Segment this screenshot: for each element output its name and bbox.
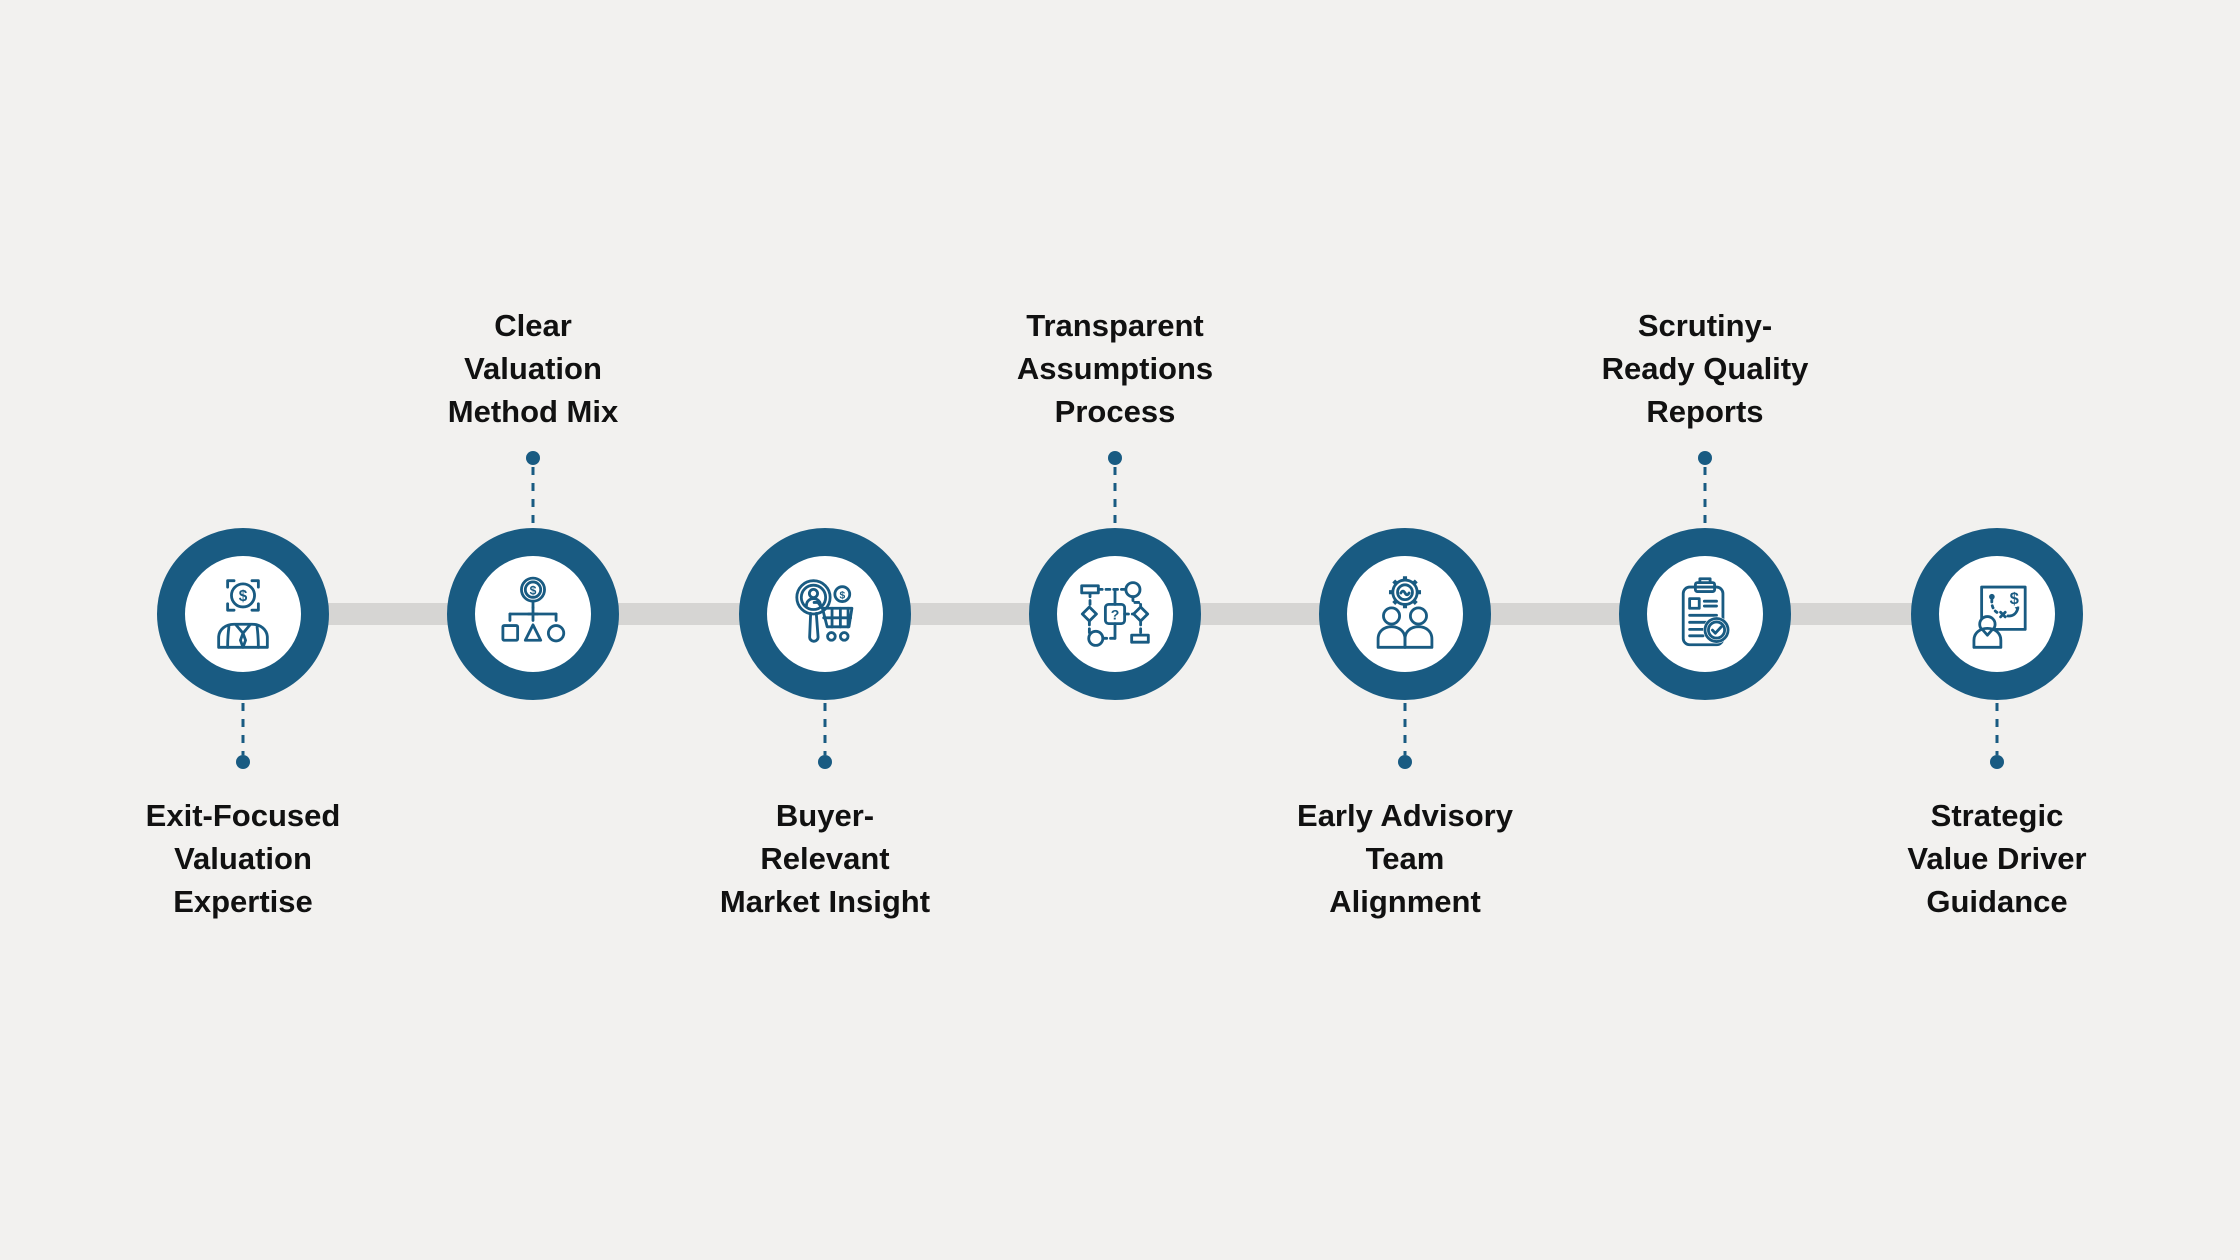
connector-dot: [1698, 451, 1712, 465]
connector-line: [823, 703, 827, 755]
businessman-dollar-target-icon: $: [217, 579, 269, 649]
team-gear-icon: [1376, 576, 1434, 649]
node-circle: [1319, 528, 1491, 700]
svg-text:$: $: [2010, 589, 2020, 608]
connector-line: [531, 467, 535, 528]
item-label: Strategic Value Driver Guidance: [1907, 798, 2087, 919]
dollar-hierarchy-icon: $: [501, 576, 566, 643]
node-circle: [1619, 528, 1791, 700]
connector-dot: [1990, 755, 2004, 769]
item-label: Exit-Focused Valuation Expertise: [145, 798, 341, 919]
svg-text:$: $: [239, 588, 248, 605]
timeline-item: ? Transparent Assumptions Process: [945, 0, 1285, 1260]
buyer-search-cart-icon: $: [795, 579, 854, 643]
process-flowchart-question-icon: ?: [1080, 581, 1150, 647]
connector-dot: [818, 755, 832, 769]
node-circle: $: [1911, 528, 2083, 700]
timeline-item: $ Strategic Value Driver Guidance: [1827, 0, 2167, 1260]
item-label: Transparent Assumptions Process: [1016, 308, 1214, 429]
timeline-item: $ Buyer- Relevant Market Insight: [655, 0, 995, 1260]
node-circle: $: [447, 528, 619, 700]
connector-dot: [1108, 451, 1122, 465]
node-circle: $: [157, 528, 329, 700]
item-label: Buyer- Relevant Market Insight: [719, 798, 931, 919]
svg-text:$: $: [530, 583, 537, 597]
connector-line: [1703, 467, 1707, 528]
node-circle: ?: [1029, 528, 1201, 700]
item-label: Early Advisory Team Alignment: [1297, 798, 1513, 919]
node-circle: $: [739, 528, 911, 700]
timeline-item: $ Clear Valuation Method Mix: [363, 0, 703, 1260]
svg-text:$: $: [839, 590, 845, 601]
item-label: Clear Valuation Method Mix: [447, 308, 619, 429]
svg-text:?: ?: [1111, 607, 1120, 623]
clipboard-check-icon: [1681, 577, 1730, 647]
timeline-item: Early Advisory Team Alignment: [1235, 0, 1575, 1260]
connector-dot: [236, 755, 250, 769]
timeline-item: $ Exit-Focused Valuation Expertise: [73, 0, 413, 1260]
connector-line: [1403, 703, 1407, 755]
connector-line: [1995, 703, 1999, 755]
strategy-board-dollar-icon: $: [1972, 585, 2027, 649]
connector-dot: [526, 451, 540, 465]
connector-dot: [1398, 755, 1412, 769]
connector-line: [241, 703, 245, 755]
item-label: Scrutiny- Ready Quality Reports: [1601, 308, 1809, 429]
connector-line: [1113, 467, 1117, 528]
timeline-item: Scrutiny- Ready Quality Reports: [1535, 0, 1875, 1260]
